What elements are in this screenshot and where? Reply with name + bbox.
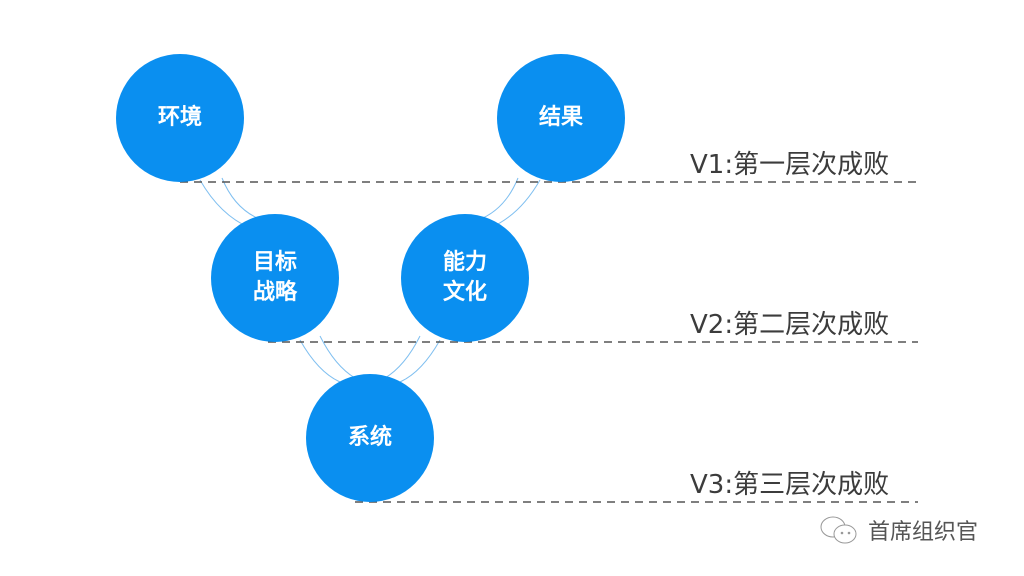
level-2-label: V2:第二层次成败 <box>690 310 890 340</box>
node-system: 系统 <box>306 374 434 502</box>
connector <box>199 179 251 229</box>
level-3-label: V3:第三层次成败 <box>690 470 890 500</box>
node-capability-culture: 能力 文化 <box>401 214 529 342</box>
connector <box>399 339 441 383</box>
node-goal-strategy: 目标 战略 <box>211 214 339 342</box>
node-result: 结果 <box>497 54 625 182</box>
connector <box>477 177 519 221</box>
wechat-icon <box>820 516 857 544</box>
connector <box>299 339 341 383</box>
watermark-text: 首席组织官 <box>868 520 979 545</box>
watermark: 首席组织官 <box>818 514 978 546</box>
level-1-label: V1:第一层次成败 <box>690 150 890 180</box>
node-environment: 环境 <box>116 54 244 182</box>
connector <box>489 179 541 229</box>
connector <box>221 177 263 221</box>
